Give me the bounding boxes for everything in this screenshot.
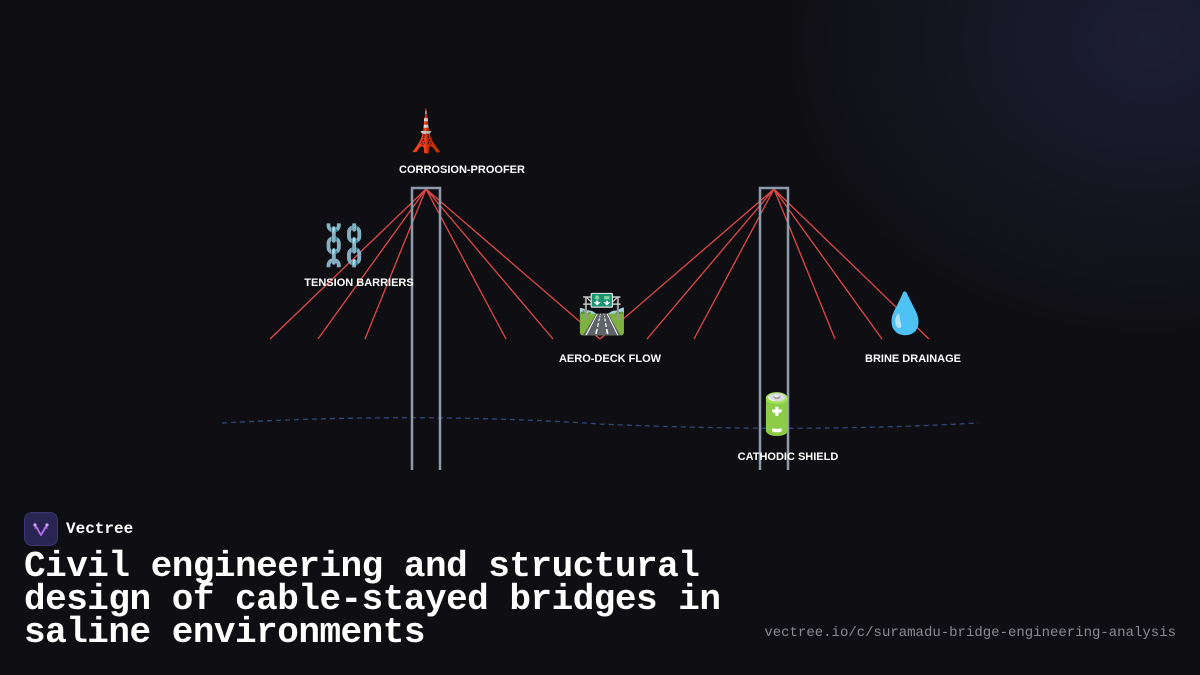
label-cathodic-shield: CATHODIC SHIELD [737, 451, 839, 463]
source-url[interactable]: vectree.io/c/suramadu-bridge-engineering… [764, 625, 1176, 641]
label-corrosion-proofer: CORROSION-PROOFER [399, 164, 525, 176]
battery-icon: 🔋 [752, 392, 802, 438]
cable [364, 188, 427, 340]
cables [269, 188, 930, 340]
tower-icon: 🗼 [401, 109, 451, 155]
water-line [221, 417, 979, 429]
cable [425, 188, 554, 340]
chains-icon: ⛓️ [319, 223, 369, 269]
brand[interactable]: Vectree [24, 512, 133, 546]
cable [646, 188, 775, 340]
right-tower [758, 186, 790, 470]
cable [317, 188, 427, 340]
motorway-icon: 🛣️ [577, 291, 627, 337]
page-title: Civil engineering and structural design … [24, 546, 721, 653]
label-brine-drainage: BRINE DRAINAGE [865, 353, 961, 365]
cable [599, 188, 775, 340]
cable [773, 188, 883, 340]
vectree-logo-icon [24, 512, 58, 546]
left-tower [410, 186, 442, 470]
cable [773, 188, 836, 340]
cable [425, 188, 601, 340]
brand-name: Vectree [66, 520, 134, 538]
cable [425, 188, 507, 340]
cable [773, 188, 930, 340]
droplet-icon: 💧 [880, 291, 930, 337]
cable [269, 188, 427, 340]
cable [693, 188, 775, 340]
label-aero-deck-flow: AERO-DECK FLOW [558, 353, 662, 365]
label-tension-barriers: TENSION BARRIERS [304, 277, 414, 289]
